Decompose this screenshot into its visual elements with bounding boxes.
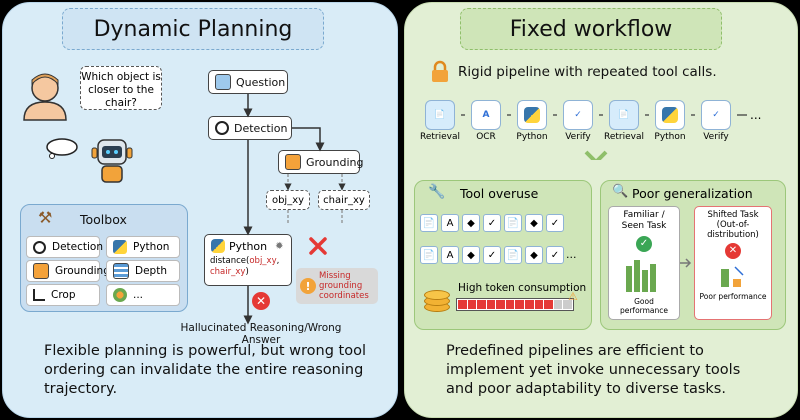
check-icon: ✓ [636,236,652,252]
loading-spinner-icon: ✹ [275,240,284,252]
ocr-icon: A [471,100,501,130]
tool-call-icon: ◆ [525,246,543,264]
pipeline-step-verify: ✓ Verify [556,100,600,146]
image-icon [215,74,231,90]
image-pin-icon [33,263,49,279]
token-bar-segment [486,300,496,309]
shifted-task-card: Shifted Task (Out-of-distribution) ✕ Poo… [694,206,772,320]
tool-call-icon: ✓ [483,246,501,264]
wrong-answer-icon: ✕ [252,292,270,310]
token-consumption-label: High token consumption [458,282,587,294]
toolbox-item-grounding: Grounding [26,260,110,282]
robot-icon [91,139,133,183]
tool-overuse-more: ... [566,248,577,261]
good-performance-bars [626,260,656,292]
poor-generalization-title: Poor generalization [632,186,753,201]
image-pin-icon [285,154,301,170]
pipeline-more: ... [750,108,762,122]
warning-icon: ! [300,278,316,294]
toolbox-title: Toolbox [80,212,127,227]
pipeline-step-ocr: A OCR [464,100,508,146]
question-node: Question [208,70,288,94]
toolbox-item-crop: Crop [26,284,100,306]
familiar-task-card: Familiar / Seen Task ✓ Good performance [608,206,680,320]
tool-call-icon: A [441,214,459,232]
error-cross-icon [309,237,327,255]
toolbox-item-more: ... [106,284,180,306]
toolbox-item-depth: Depth [106,260,180,282]
toolbox-icon: ⚒ [38,208,53,227]
python-icon [211,239,225,253]
document-search-icon: 📄 [609,100,639,130]
fixed-workflow-title: Fixed workflow [460,8,722,50]
tool-overuse-title: Tool overuse [460,186,539,201]
dynamic-planning-caption: Flexible planning is powerful, but wrong… [44,343,367,397]
wrong-answer-label: Hallucinated Reasoning/Wrong Answer [180,322,342,346]
token-consumption-bar [456,298,574,311]
grounding-node: Grounding [278,150,363,174]
shield-check-icon: ✓ [563,100,593,130]
tool-call-icon: A [441,246,459,264]
pipeline-arrows [461,114,747,160]
coin-stack-icon [424,290,450,312]
pipeline-step-retrieval-2: 📄 Retrieval [602,100,646,146]
python-icon [113,240,127,254]
token-bar-segment [477,300,486,309]
eye-icon [215,121,229,135]
token-bar-segment [515,300,525,309]
token-warning-icon: ⚠ [568,290,578,303]
token-bar-segment [544,300,553,309]
fixed-workflow-caption: Predefined pipelines are efficient to im… [446,343,741,397]
token-bar-segment [525,300,534,309]
tool-call-icon: ✓ [546,246,564,264]
python-icon [517,100,547,130]
missing-coordinates-note: ! Missing grounding coordinates [296,268,378,304]
tool-call-icon: ◆ [525,214,543,232]
token-bar-segment [563,300,572,309]
tool-call-icon: ✓ [546,214,564,232]
flow-arrows [243,94,346,325]
lock-icon [432,60,448,82]
tool-call-icon: ◆ [462,246,480,264]
token-bar-segment [553,300,563,309]
flower-icon [113,288,127,302]
fixed-workflow-subtitle: Rigid pipeline with repeated tool calls. [458,64,717,80]
magnifier-icon: 🔍 [612,184,629,199]
token-bar-segment [505,300,515,309]
crop-icon [33,289,45,301]
toolbox-item-detection: Detection [26,236,103,258]
token-bar-segment [496,300,505,309]
user-avatar-icon [23,73,67,121]
tool-call-icon: 📄 [420,214,438,232]
pipeline-step-retrieval: 📄 Retrieval [418,100,462,146]
wrench-icon: 🔧 [428,184,446,200]
tool-call-icon: ◆ [462,214,480,232]
tool-call-icon: 📄 [504,214,522,232]
token-bar-segment [467,300,477,309]
layers-icon [113,263,129,279]
token-bar-segment [534,300,544,309]
pipeline-step-python: Python [510,100,554,146]
user-question-bubble: Which object is closer to the chair? [80,66,162,110]
tool-call-icon: 📄 [420,246,438,264]
toolbox-item-python: Python [106,236,180,258]
tool-call-icon: ✓ [483,214,501,232]
token-bar-segment [458,300,467,309]
eye-icon [33,240,46,254]
pipeline-step-verify-2: ✓ Verify [694,100,738,146]
thought-cloud-icon [46,138,78,159]
detection-node: Detection [208,116,292,140]
tool-call-icon: 📄 [504,246,522,264]
shield-check-icon: ✓ [701,100,731,130]
pipeline-step-python-2: Python [648,100,692,146]
python-icon [655,100,685,130]
shift-arrow-icon [680,258,692,268]
poor-performance-bars [721,266,744,287]
cross-icon: ✕ [725,243,741,259]
dynamic-planning-title: Dynamic Planning [62,8,324,50]
document-search-icon: 📄 [425,100,455,130]
python-node: Python ✹ distance(obj_xy, chair_xy) [204,234,292,286]
